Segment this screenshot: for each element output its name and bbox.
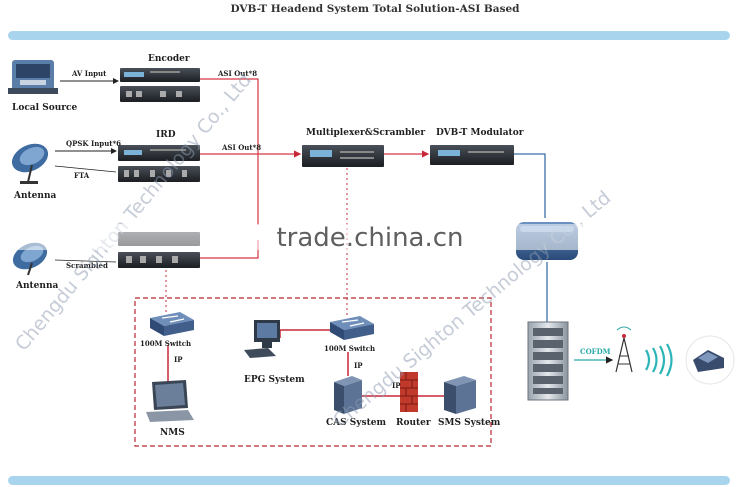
router-firewall-icon: [400, 372, 418, 412]
transmission-tower-icon: [615, 326, 633, 373]
switch-1-icon: [150, 312, 194, 336]
encoder-asi-line: [200, 78, 259, 225]
dvbt-modulator-device: [430, 145, 514, 165]
fta-label: FTA: [74, 171, 90, 180]
router-label: Router: [396, 418, 431, 428]
cas-server-icon: [334, 376, 362, 414]
antenna-2-label: Antenna: [15, 281, 58, 291]
top-band: [8, 31, 730, 40]
local-source-device: [8, 60, 58, 94]
modulator-label: DVB-T Modulator: [436, 128, 524, 138]
nms-label: NMS: [160, 428, 185, 438]
epg-computer-icon: [244, 320, 280, 358]
ip-1-label: IP: [174, 355, 183, 364]
signal-waves-icon: [645, 343, 673, 377]
cas-label: CAS System: [326, 418, 386, 428]
scrambled-label: Scrambled: [66, 261, 108, 270]
fta-line: [54, 165, 117, 173]
scrambled-line: [54, 259, 117, 263]
cofdm-label: COFDM: [580, 347, 611, 356]
antenna-1-label: Antenna: [13, 191, 56, 201]
transmitter-rack: [527, 321, 569, 401]
switch-2-icon: [330, 316, 374, 340]
ird-label: IRD: [156, 130, 176, 140]
management-network-box: [134, 297, 492, 447]
page-title: DVB-T Headend System Total Solution-ASI …: [230, 3, 520, 15]
ip-2-label: IP: [354, 361, 363, 370]
house-icon: [685, 335, 735, 385]
qpsk-input-label: QPSK Input*6: [66, 139, 121, 148]
watermark-band: [0, 224, 740, 250]
mux-scrambler-device: [302, 145, 384, 167]
asi-out-2-label: ASI Out*8: [221, 143, 261, 152]
sms-server-icon: [444, 376, 476, 414]
ip-3-label: IP: [392, 381, 401, 390]
modulator-output-line: [514, 153, 546, 218]
local-source-label: Local Source: [12, 103, 77, 113]
encoder-label: Encoder: [148, 54, 190, 64]
satellite-dish-icon: [11, 143, 49, 184]
epg-to-switch2-line: [279, 329, 330, 338]
nms-laptop-icon: [146, 380, 194, 422]
switch-1-label: 100M Switch: [140, 339, 191, 348]
ird-device: [118, 145, 200, 182]
sms-label: SMS System: [438, 418, 501, 428]
epg-label: EPG System: [244, 375, 305, 385]
switch-2-label: 100M Switch: [324, 344, 375, 353]
av-input-label: AV Input: [71, 69, 107, 78]
asi-out-1-label: ASI Out*8: [217, 69, 257, 78]
bottom-band: [8, 476, 730, 485]
watermark-site: trade.china.cn: [276, 223, 463, 253]
mux-label: Multiplexer&Scrambler: [306, 128, 425, 138]
encoder-device: [120, 68, 200, 102]
